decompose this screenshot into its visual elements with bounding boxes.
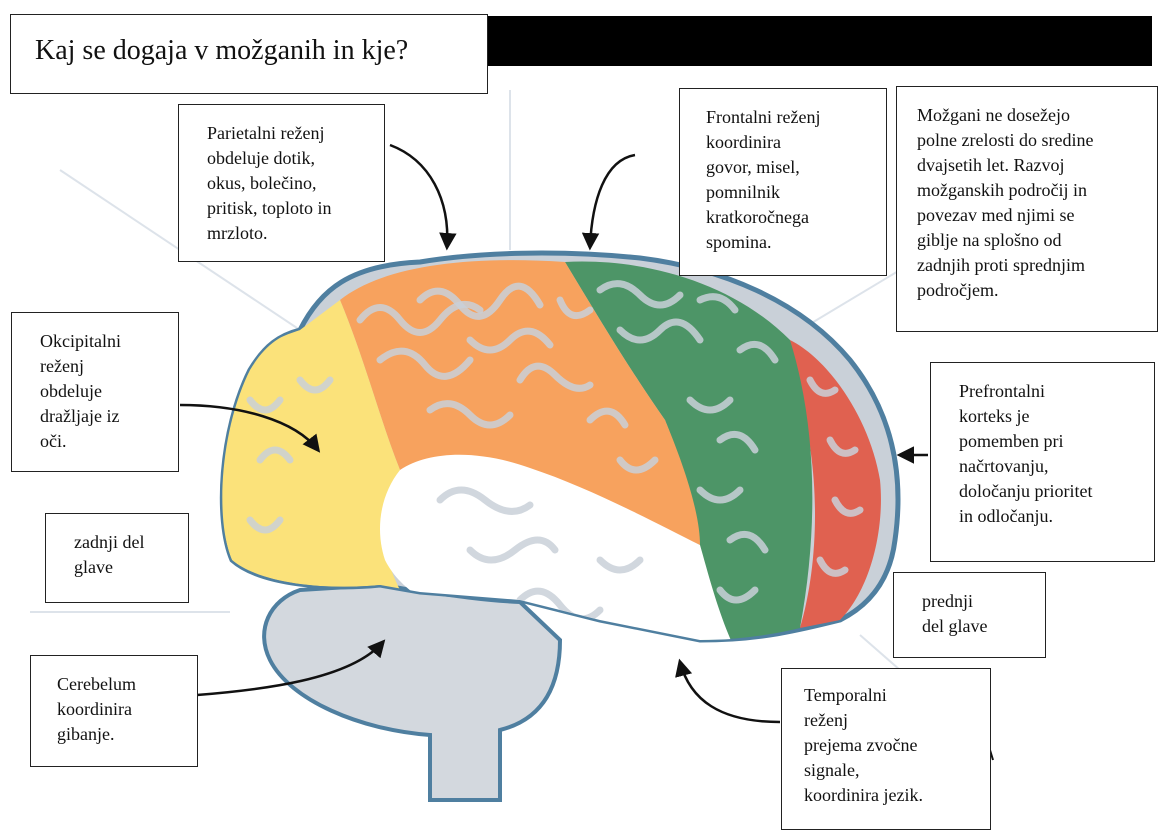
prefrontal-text-line: korteks je [959, 404, 1154, 429]
occipital-text-line: oči. [40, 429, 178, 454]
frontal-text-line: govor, misel, [706, 155, 886, 180]
maturity-text-line: povezav med njimi se [917, 203, 1157, 228]
prefrontal-text-line: in odločanju. [959, 504, 1154, 529]
temporal-text-line: koordinira jezik. [804, 783, 990, 808]
prefrontal-text-line: pomemben pri [959, 429, 1154, 454]
maturity-text-line: giblje na splošno od [917, 228, 1157, 253]
cerebellum-label-box: Cerebelumkoordiniragibanje. [30, 655, 198, 767]
prefrontal-text-line: določanju prioritet [959, 479, 1154, 504]
maturity-note-box: Možgani ne dosežejopolne zrelosti do sre… [896, 86, 1158, 332]
arrow-parietal [390, 145, 447, 247]
maturity-text-line: dvajsetih let. Razvoj [917, 153, 1157, 178]
title-bar [488, 16, 1152, 66]
frontal-text-line: Frontalni reženj [706, 105, 886, 130]
maturity-text-line: polne zrelosti do sredine [917, 128, 1157, 153]
frontal-text-line: koordinira [706, 130, 886, 155]
cerebellum-text-line: koordinira [57, 697, 197, 722]
occipital-text-line: Okcipitalni [40, 329, 178, 354]
occipital-text-line: dražljaje iz [40, 404, 178, 429]
temporal-text-line: reženj [804, 708, 990, 733]
occipital-text-line: obdeluje [40, 379, 178, 404]
maturity-text-line: možganskih področij in [917, 178, 1157, 203]
arrow-temporal [680, 662, 780, 722]
temporal-text-line: Temporalni [804, 683, 990, 708]
frontal-text-line: spomina. [706, 230, 886, 255]
temporal-text-line: prejema zvočne [804, 733, 990, 758]
back-text-line: glave [74, 555, 188, 580]
prefrontal-text-line: Prefrontalni [959, 379, 1154, 404]
maturity-text-line: Možgani ne dosežejo [917, 103, 1157, 128]
parietal-text-line: Parietalni reženj [207, 121, 384, 146]
temporal-label-box: Temporalnireženjprejema zvočnesignale,ko… [781, 668, 991, 830]
parietal-text-line: mrzloto. [207, 221, 384, 246]
front-of-head-label-box: prednjidel glave [893, 572, 1046, 658]
temporal-text-line: signale, [804, 758, 990, 783]
parietal-label-box: Parietalni reženjobdeluje dotik,okus, bo… [178, 104, 385, 262]
occipital-text-line: reženj [40, 354, 178, 379]
occipital-label-box: Okcipitalnireženjobdelujedražljaje izoči… [11, 312, 179, 472]
cerebellum-text-line: gibanje. [57, 722, 197, 747]
page-title: Kaj se dogaja v možganih in kje? [10, 14, 488, 94]
maturity-text-line: področjem. [917, 278, 1157, 303]
prefrontal-label-box: Prefrontalnikorteks jepomemben prinačrto… [930, 362, 1155, 562]
arrow-frontal [590, 155, 635, 247]
parietal-text-line: obdeluje dotik, [207, 146, 384, 171]
front-text-line: prednji [922, 589, 1045, 614]
frontal-text-line: kratkoročnega [706, 205, 886, 230]
cerebellum-text-line: Cerebelum [57, 672, 197, 697]
frontal-label-box: Frontalni reženjkoordiniragovor, misel,p… [679, 88, 887, 276]
cerebellum-region [264, 585, 560, 800]
parietal-text-line: pritisk, toploto in [207, 196, 384, 221]
frontal-text-line: pomnilnik [706, 180, 886, 205]
back-text-line: zadnji del [74, 530, 188, 555]
prefrontal-text-line: načrtovanju, [959, 454, 1154, 479]
parietal-text-line: okus, bolečino, [207, 171, 384, 196]
front-text-line: del glave [922, 614, 1045, 639]
maturity-text-line: zadnjih proti sprednjim [917, 253, 1157, 278]
back-of-head-label-box: zadnji delglave [45, 513, 189, 603]
